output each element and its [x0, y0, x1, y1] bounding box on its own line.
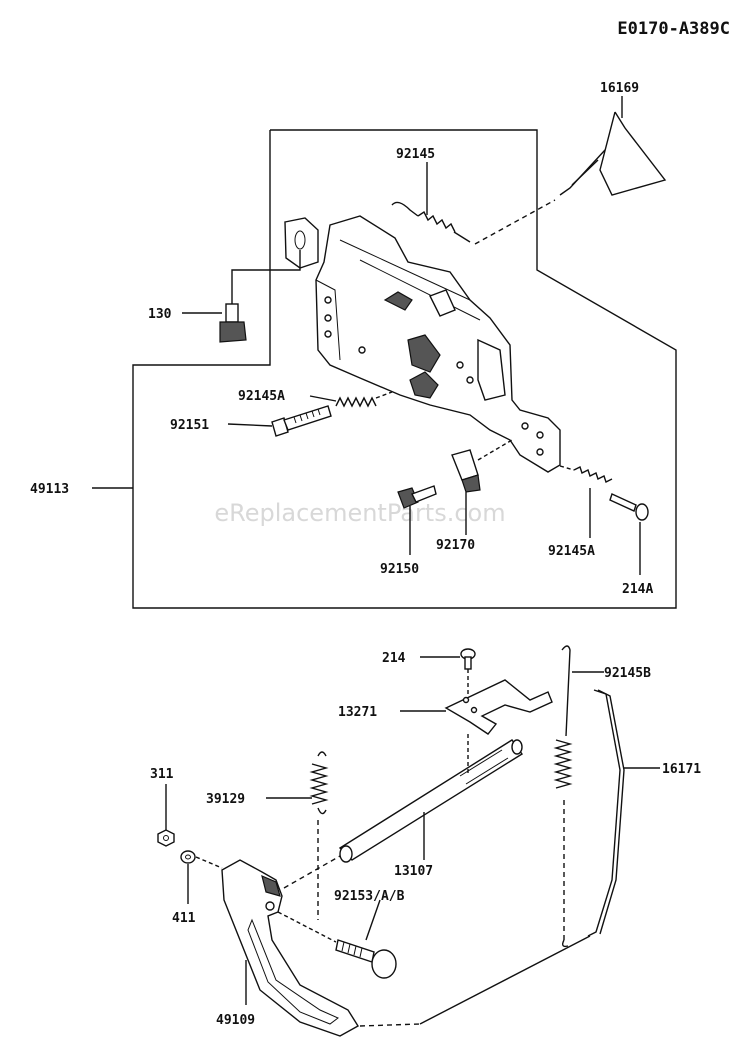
- shaft-13107: [338, 734, 524, 863]
- control-plate: [284, 215, 561, 473]
- spring-92145B: [553, 645, 573, 948]
- clip-92170: [451, 439, 513, 493]
- label-92145B: 92145B: [604, 666, 651, 681]
- label-92145A-1: 92145A: [238, 389, 285, 404]
- label-49113: 49113: [30, 482, 69, 497]
- label-214A: 214A: [622, 582, 653, 597]
- assembly-frame: [132, 129, 677, 609]
- link-lever-rod-2: [419, 935, 591, 1025]
- label-92150: 92150: [380, 562, 419, 577]
- label-39129: 39129: [206, 792, 245, 807]
- link-lever-shaft: [283, 855, 341, 889]
- bolt-92151: [271, 405, 332, 437]
- diagram-code: E0170-A389C: [617, 19, 730, 39]
- bolt-92153: [277, 911, 397, 979]
- rod-16171: [587, 689, 625, 937]
- spring-39129: [309, 751, 329, 920]
- label-16169: 16169: [600, 81, 639, 96]
- spring-92145A-left: [335, 391, 393, 408]
- leader-92153: [365, 899, 381, 941]
- spring-92145A-right: [559, 465, 613, 483]
- screw-214A: [609, 493, 649, 521]
- leader-130-to-ear: [231, 250, 301, 304]
- label-92170: 92170: [436, 538, 475, 553]
- label-411: 411: [172, 911, 196, 926]
- plate-13271: [444, 669, 553, 735]
- leader-92151: [227, 423, 273, 427]
- label-13271: 13271: [338, 705, 377, 720]
- label-13107: 13107: [394, 864, 433, 879]
- label-92145: 92145: [396, 147, 435, 162]
- label-92151: 92151: [170, 418, 209, 433]
- bolt-92150: [397, 485, 437, 509]
- spring-92145: [391, 199, 556, 245]
- lever-49109: [221, 859, 359, 1037]
- link-lever-rod: [359, 1023, 421, 1027]
- watermark: eReplacementParts.com: [214, 499, 505, 527]
- label-130: 130: [148, 307, 172, 322]
- label-16171: 16171: [662, 762, 701, 777]
- nut-311: [157, 829, 175, 847]
- wire-link-16169: [559, 111, 667, 196]
- leader-92145A-1: [309, 395, 337, 402]
- label-214: 214: [382, 651, 406, 666]
- washer-411: [180, 850, 223, 869]
- screw-214: [460, 648, 476, 670]
- label-92153: 92153/A/B: [334, 889, 405, 904]
- label-92145A-2: 92145A: [548, 544, 595, 559]
- bolt-130: [219, 303, 247, 343]
- label-311: 311: [150, 767, 174, 782]
- label-49109: 49109: [216, 1013, 255, 1028]
